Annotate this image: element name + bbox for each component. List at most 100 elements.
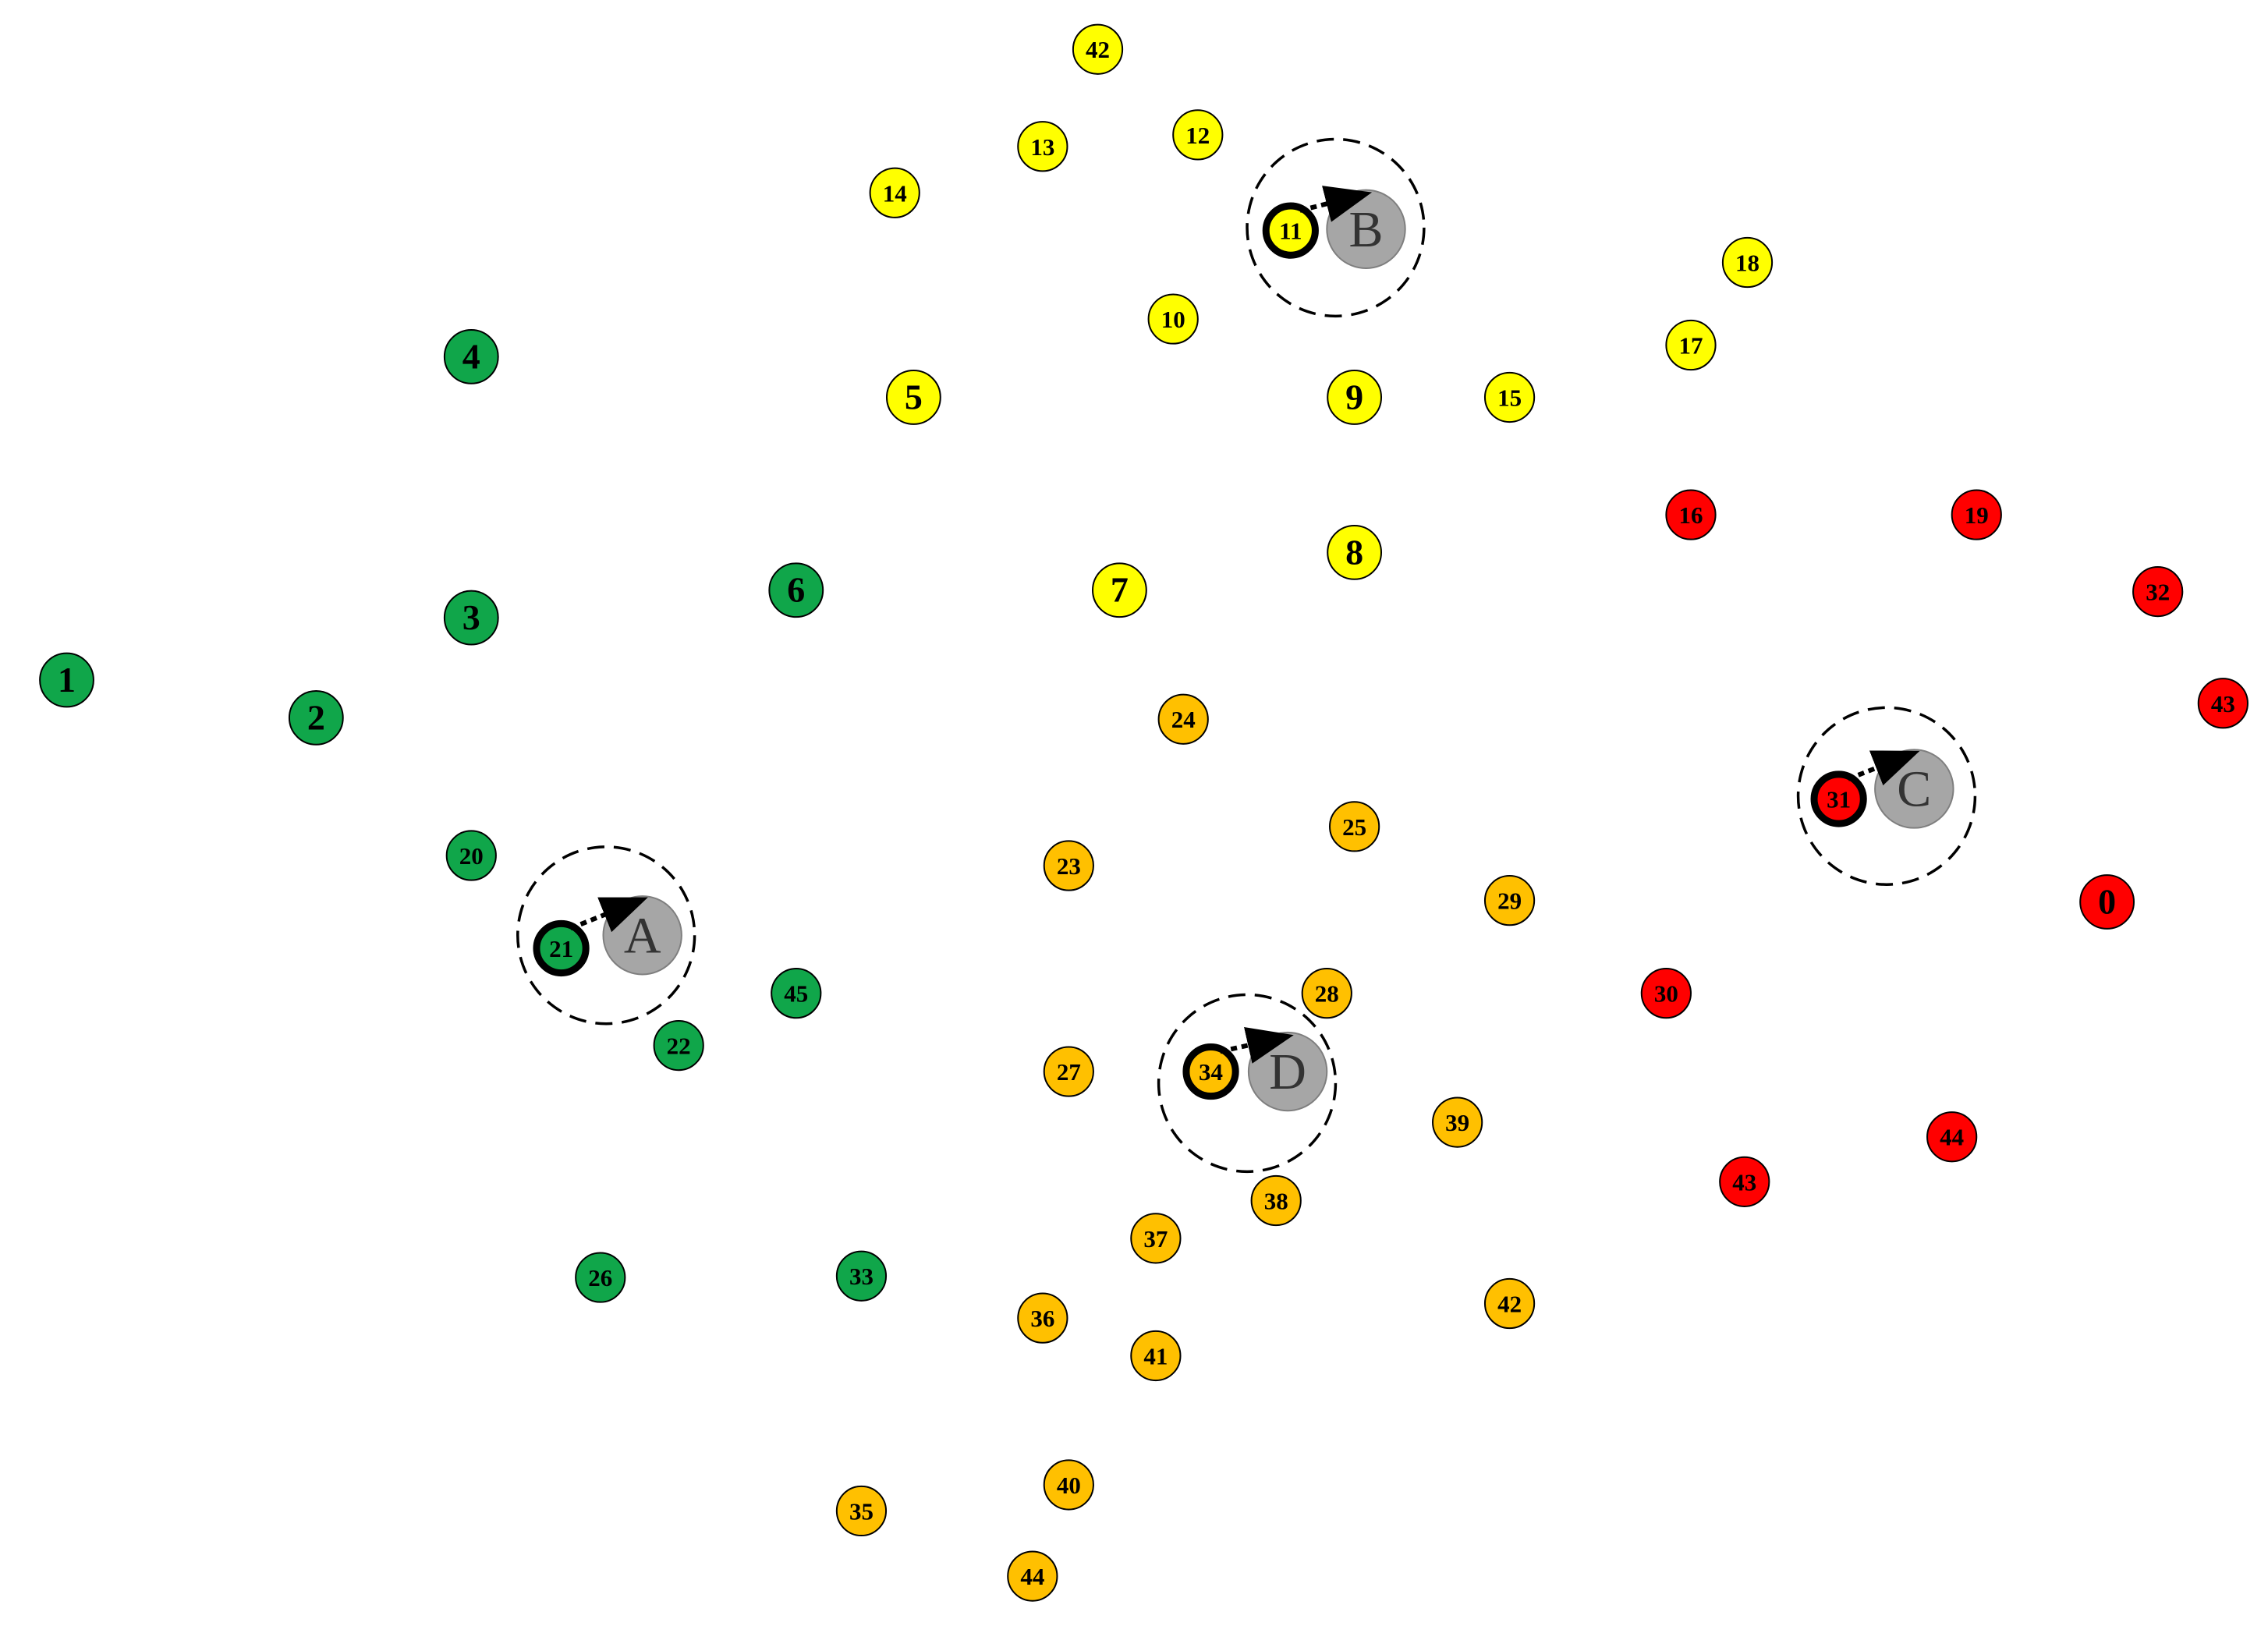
node-circle <box>2197 678 2249 729</box>
node-red-44: 44 <box>1926 1111 1978 1163</box>
node-green-26: 26 <box>575 1252 626 1303</box>
node-label: 23 <box>1057 852 1081 880</box>
node-circle <box>1665 489 1717 540</box>
cluster-green-center-label: A <box>624 907 661 964</box>
node-circle <box>1483 371 1536 423</box>
node-label: 27 <box>1057 1058 1081 1086</box>
cluster-green-dashed-ring <box>516 845 696 1026</box>
node-orange-40: 40 <box>1043 1459 1094 1511</box>
node-orange-44: 44 <box>1007 1550 1058 1602</box>
node-green-45: 45 <box>771 968 822 1019</box>
node-label: 44 <box>1020 1563 1044 1590</box>
node-yellow-14: 14 <box>869 167 920 218</box>
node-circle <box>1483 875 1536 926</box>
node-label: 34 <box>1199 1058 1223 1086</box>
cluster-orange-arrow <box>1219 1026 1294 1064</box>
node-label: 13 <box>1030 133 1054 161</box>
cluster-red-center-label: C <box>1897 760 1931 817</box>
node-circle <box>1329 801 1380 852</box>
node-label: 6 <box>787 570 805 610</box>
node-label: 11 <box>1279 218 1302 245</box>
node-circle <box>1130 1330 1182 1382</box>
node-circle <box>1432 1096 1483 1148</box>
node-circle <box>2132 566 2184 618</box>
node-label: 18 <box>1735 250 1759 277</box>
node-label: 17 <box>1678 332 1703 360</box>
node-label: 42 <box>1086 36 1110 63</box>
node-orange-38: 38 <box>1250 1174 1302 1227</box>
node-circle <box>2079 874 2135 930</box>
node-circle <box>1327 525 1383 580</box>
node-circle <box>771 968 822 1019</box>
node-label: 35 <box>849 1497 874 1525</box>
node-yellow-42: 42 <box>1072 23 1124 75</box>
node-orange-37: 37 <box>1130 1213 1182 1264</box>
node-label: 9 <box>1345 377 1363 416</box>
node-label: 14 <box>883 179 907 207</box>
node-circle <box>575 1252 626 1303</box>
node-circle <box>1250 1174 1302 1227</box>
node-circle <box>1810 770 1867 827</box>
node-label: 8 <box>1345 532 1363 572</box>
node-orange-42: 42 <box>1483 1277 1536 1330</box>
node-red-16: 16 <box>1665 489 1717 540</box>
node-circle <box>1017 121 1068 172</box>
node-yellow-17: 17 <box>1665 319 1717 371</box>
node-orange-35: 35 <box>835 1485 888 1537</box>
node-red-0: 0 <box>2079 874 2135 930</box>
node-label: 38 <box>1264 1188 1288 1215</box>
node-label: 2 <box>307 697 325 737</box>
node-label: 24 <box>1171 706 1196 733</box>
node-label: 43 <box>2211 690 2235 717</box>
node-orange-29: 29 <box>1483 875 1536 926</box>
node-green-33: 33 <box>835 1250 888 1302</box>
node-circle <box>1719 1156 1770 1207</box>
node-orange-25: 25 <box>1329 801 1380 852</box>
node-yellow-18: 18 <box>1721 236 1774 289</box>
node-circle <box>1640 968 1692 1019</box>
node-orange-27: 27 <box>1043 1046 1094 1097</box>
cluster-yellow-dashed-ring <box>1246 137 1426 318</box>
node-circle <box>653 1019 704 1072</box>
node-circle <box>835 1485 888 1537</box>
node-green-1: 1 <box>39 652 94 708</box>
node-label: 43 <box>1732 1168 1756 1196</box>
cluster-yellow-center-label: B <box>1348 201 1383 258</box>
node-orange-34-head: 34 <box>1182 1043 1239 1100</box>
node-red-31-head: 31 <box>1810 770 1867 827</box>
node-label: 21 <box>549 935 573 962</box>
node-label: 28 <box>1315 980 1339 1008</box>
node-circle <box>443 590 499 646</box>
node-yellow-9: 9 <box>1327 370 1383 425</box>
node-label: 39 <box>1445 1109 1469 1136</box>
node-orange-28: 28 <box>1301 968 1352 1019</box>
node-circle <box>1092 562 1147 618</box>
node-orange-39: 39 <box>1432 1096 1483 1148</box>
node-circle <box>1007 1550 1058 1602</box>
node-label: 31 <box>1827 785 1851 813</box>
node-yellow-8: 8 <box>1327 525 1383 580</box>
node-circle <box>1147 293 1199 345</box>
node-red-30: 30 <box>1640 968 1692 1019</box>
node-circle <box>1072 23 1124 75</box>
node-orange-24: 24 <box>1157 693 1209 745</box>
node-yellow-10: 10 <box>1147 293 1199 345</box>
node-yellow-12: 12 <box>1172 109 1224 161</box>
node-orange-41: 41 <box>1130 1330 1182 1382</box>
node-green-21-head: 21 <box>533 919 590 977</box>
node-circle <box>443 328 499 384</box>
node-circle <box>288 689 344 746</box>
node-label: 37 <box>1143 1225 1168 1252</box>
node-label: 15 <box>1497 384 1522 411</box>
node-yellow-5: 5 <box>885 370 941 425</box>
node-label: 0 <box>2098 882 2116 922</box>
node-label: 10 <box>1161 306 1185 333</box>
node-circle <box>1043 840 1094 891</box>
node-circle <box>445 830 497 881</box>
node-circle <box>1926 1111 1978 1163</box>
node-green-22: 22 <box>653 1019 704 1072</box>
node-yellow-7: 7 <box>1092 562 1147 618</box>
node-label: 33 <box>849 1263 874 1290</box>
